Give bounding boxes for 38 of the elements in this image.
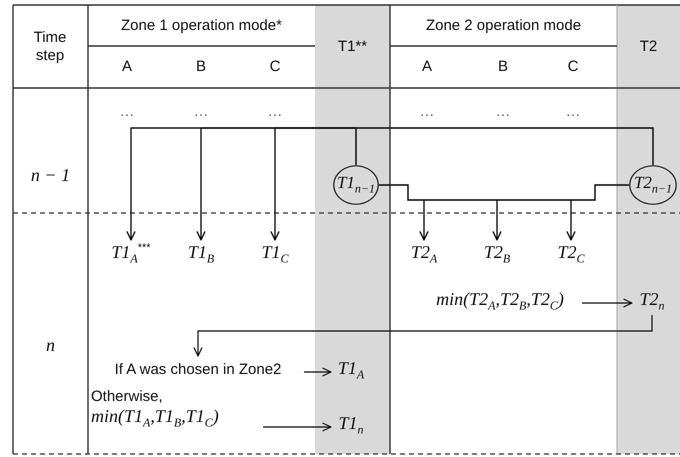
formula: T1$_{B}$ xyxy=(181,240,221,268)
ellipsis: … xyxy=(418,102,436,122)
formula: T2$_{A}$ xyxy=(404,240,444,268)
condition-text: If A was chosen in Zone2 xyxy=(92,356,304,382)
arrow xyxy=(582,298,633,308)
arrow xyxy=(193,315,653,357)
value-ellipse: T2$_{n−1}$ xyxy=(629,165,677,205)
arrow xyxy=(270,127,654,241)
arrow xyxy=(566,184,629,241)
ellipsis: … xyxy=(266,102,284,122)
column-header: A xyxy=(120,57,133,77)
formula: min(T2$_{A}$,T2$_{B}$,T2$_{C}$) xyxy=(418,288,582,314)
column-header: B xyxy=(496,57,509,77)
ellipsis: … xyxy=(564,102,582,122)
time-step-label: n xyxy=(45,334,56,357)
formula: T1$_{C}$ xyxy=(255,240,295,268)
column-header: A xyxy=(420,57,433,77)
ellipsis: … xyxy=(494,102,512,122)
column-header: Zone 2 operation mode xyxy=(424,16,582,36)
column-header: T1** xyxy=(336,36,368,56)
column-header: C xyxy=(566,57,580,77)
formula: T2$_{C}$ xyxy=(551,240,591,268)
value-ellipse: T1$_{n−1}$ xyxy=(333,165,379,205)
time-step-label: n − 1 xyxy=(30,164,72,187)
column-header: Zone 1 operation mode* xyxy=(120,16,283,36)
ellipsis: … xyxy=(192,102,210,122)
column-header: B xyxy=(194,57,207,77)
arrow xyxy=(304,367,332,377)
formula: T1$_{n}$ xyxy=(331,411,371,439)
ellipsis: … xyxy=(118,102,136,122)
formula: T2$_{B}$ xyxy=(477,240,517,268)
condition-text: Otherwise, min(T1$_{A}$,T1$_{B}$,T1$_{C}$) xyxy=(91,388,263,438)
arrow xyxy=(263,422,332,432)
row-header: Time step xyxy=(32,28,68,66)
column-header: T2 xyxy=(638,36,658,56)
formula: T2$_{n}$ xyxy=(632,287,672,315)
column-header: C xyxy=(268,57,282,77)
formula: T1$_{A}$ xyxy=(331,356,371,384)
